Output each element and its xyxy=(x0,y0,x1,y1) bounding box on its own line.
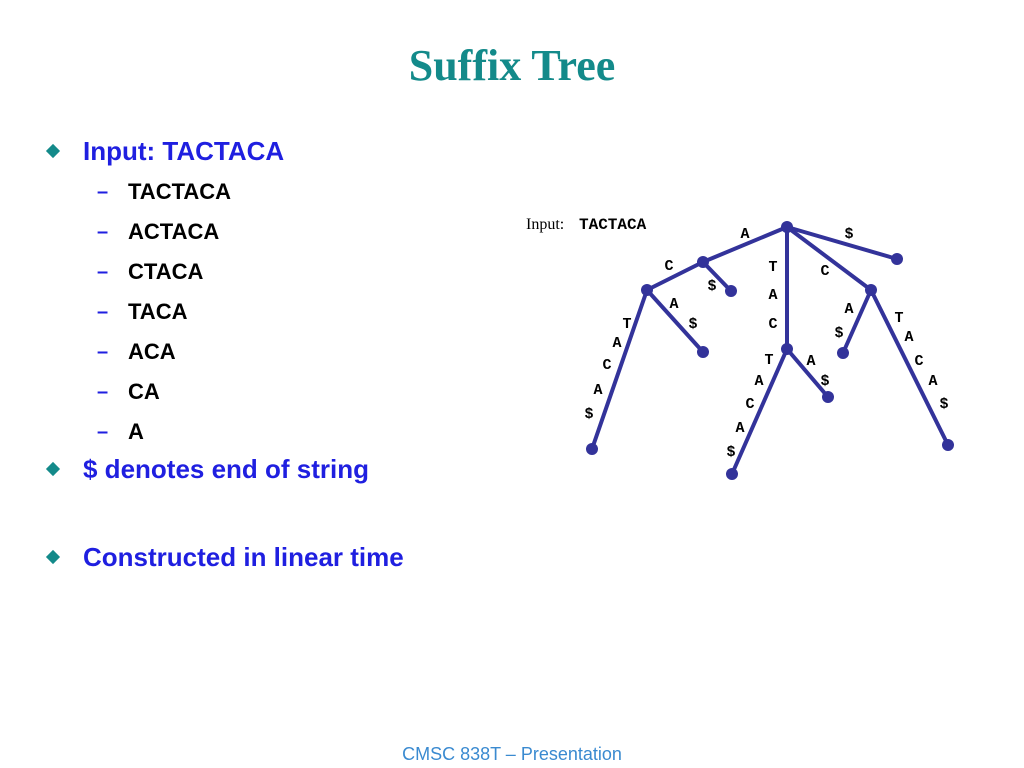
edge-label: A xyxy=(754,373,763,390)
edge-label: C xyxy=(914,353,923,370)
bullet-linear-time: Constructed in linear time xyxy=(44,540,504,574)
suffix-list: –TACTACA –ACTACA –CTACA –TACA –ACA –CA –… xyxy=(83,172,504,452)
tree-edge-n1-n2 xyxy=(645,260,705,292)
edge-label: A xyxy=(904,329,913,346)
edge-label: T xyxy=(622,316,631,333)
bullet-input: Input: TACTACA –TACTACA –ACTACA –CTACA –… xyxy=(44,134,504,452)
edge-label: $ xyxy=(726,444,735,461)
edge-label: C xyxy=(768,316,777,333)
edge-label: A xyxy=(928,373,937,390)
tree-edge-n3-leaf7 xyxy=(841,288,873,355)
edge-label: A xyxy=(593,382,602,399)
dash-marker-icon: – xyxy=(97,181,109,203)
suffix-item: –ACA xyxy=(83,332,504,372)
edge-label: T xyxy=(764,352,773,369)
edge-label: T xyxy=(894,310,903,327)
tree-edge-n3-leaf8 xyxy=(869,288,950,447)
edge-label: $ xyxy=(844,226,853,243)
dash-marker-icon: – xyxy=(97,381,109,403)
tree-leaf-node xyxy=(586,443,598,455)
tree-leaf-node xyxy=(942,439,954,451)
bullet-list: Input: TACTACA –TACTACA –ACTACA –CTACA –… xyxy=(44,134,504,574)
suffix-item: –CA xyxy=(83,372,504,412)
suffix-item: –TACA xyxy=(83,292,504,332)
tree-leaf-node xyxy=(822,391,834,403)
edge-label: C xyxy=(745,396,754,413)
edge-label: $ xyxy=(820,373,829,390)
edge-label: C xyxy=(602,357,611,374)
tree-edge-root-leaf1 xyxy=(785,225,899,261)
suffix-item: –ACTACA xyxy=(83,212,504,252)
tree-nodes xyxy=(586,221,954,480)
tree-internal-node xyxy=(781,343,793,355)
tree-edge-n1-leaf2 xyxy=(701,260,733,293)
suffix-item: –CTACA xyxy=(83,252,504,292)
bullet-text: Constructed in linear time xyxy=(83,542,404,572)
dash-marker-icon: – xyxy=(97,221,109,243)
tree-edge-n2-leaf4 xyxy=(645,288,705,354)
tree-edge-root-n3 xyxy=(785,225,873,292)
bullet-end-of-string: $ denotes end of string xyxy=(44,452,504,486)
suffix-item: –TACTACA xyxy=(83,172,504,212)
input-caption: Input: xyxy=(526,216,564,233)
dash-marker-icon: – xyxy=(97,261,109,283)
edge-label: A xyxy=(735,420,744,437)
edge-label: A xyxy=(768,287,777,304)
edge-label: T xyxy=(768,259,777,276)
edge-label: A xyxy=(740,226,749,243)
edge-label: A xyxy=(669,296,678,313)
tree-leaf-node xyxy=(891,253,903,265)
tree-internal-node xyxy=(865,284,877,296)
edge-label: C xyxy=(820,263,829,280)
tree-edges xyxy=(590,225,950,476)
edge-label: A xyxy=(844,301,853,318)
edge-label: $ xyxy=(707,278,716,295)
dash-marker-icon: – xyxy=(97,301,109,323)
dash-marker-icon: – xyxy=(97,421,109,443)
tree-internal-node xyxy=(781,221,793,233)
edge-label: $ xyxy=(584,406,593,423)
tree-leaf-node xyxy=(697,346,709,358)
tree-leaf-node xyxy=(726,468,738,480)
edge-label: $ xyxy=(688,316,697,333)
tree-internal-node xyxy=(641,284,653,296)
bullet-text: Input: TACTACA xyxy=(83,136,285,166)
footer: CMSC 838T – Presentation xyxy=(402,744,622,764)
tree-edge-root-n1 xyxy=(701,225,789,264)
tree-leaf-node xyxy=(725,285,737,297)
suffix-item: –A xyxy=(83,412,504,452)
edge-label: A xyxy=(806,353,815,370)
dash-marker-icon: – xyxy=(97,341,109,363)
input-value: TACTACA xyxy=(579,216,647,234)
tree-edge-n2-leaf3 xyxy=(590,288,649,451)
tree-leaf-node xyxy=(837,347,849,359)
slide-title: Suffix Tree xyxy=(408,41,616,90)
edge-label: $ xyxy=(939,396,948,413)
tree-edge-n4-leaf5 xyxy=(730,347,789,476)
bullet-text: $ denotes end of string xyxy=(83,454,370,484)
tree-edge-n4-leaf6 xyxy=(785,347,830,399)
edge-label: $ xyxy=(834,325,843,342)
edge-label: A xyxy=(612,335,621,352)
edge-label: C xyxy=(664,258,673,275)
tree-internal-node xyxy=(697,256,709,268)
